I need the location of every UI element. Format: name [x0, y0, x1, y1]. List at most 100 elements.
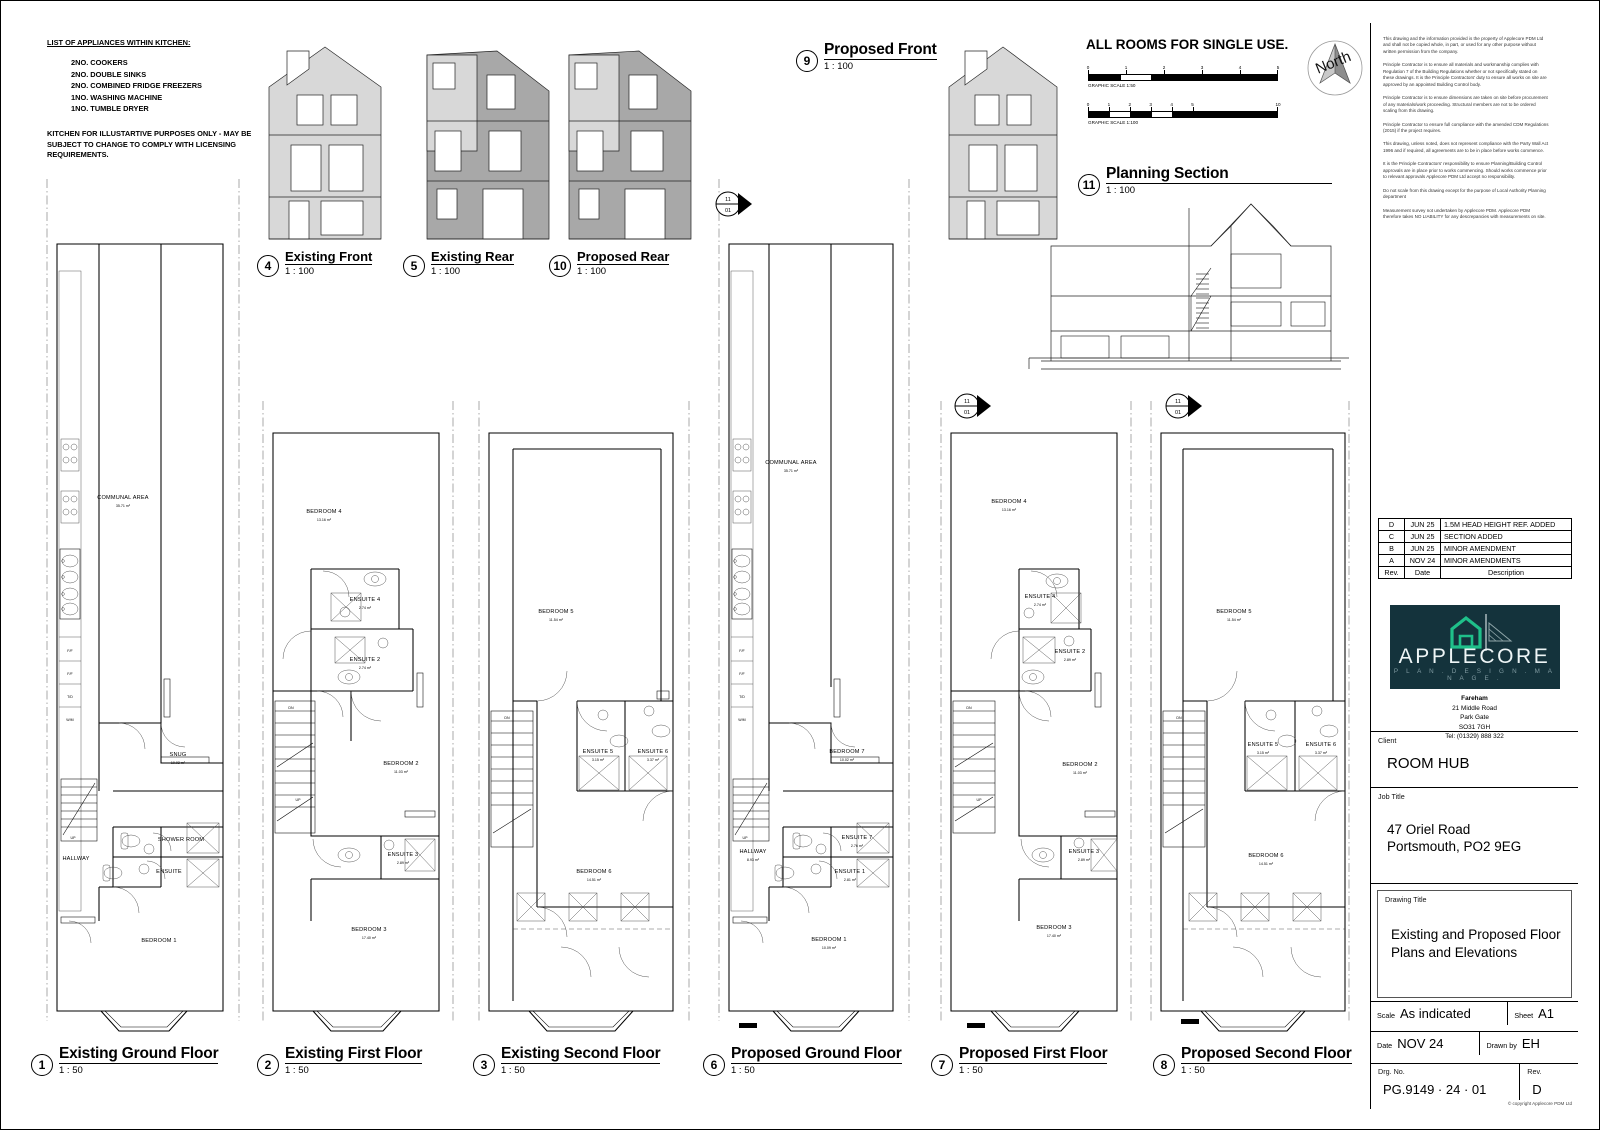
note-paragraph: Principle Contractor is to ensure all ma… [1383, 62, 1547, 87]
tick-label: 5 [1191, 102, 1194, 107]
room-label: BEDROOM 4 [991, 499, 1026, 505]
sheet-field: Sheet A1 [1508, 1001, 1578, 1025]
view-title-existing-first[interactable]: 2 Existing First Floor 1 : 50 [257, 1045, 422, 1076]
tick-label: 0 [1086, 102, 1090, 107]
company-logo-section: APPLECORE P L A N . D E S I G N . M A N … [1371, 593, 1578, 742]
tick-label: 2 [1162, 65, 1166, 70]
view-number: 11 [1078, 174, 1100, 196]
view-title-proposed-second[interactable]: 8 Proposed Second Floor 1 : 50 [1153, 1045, 1352, 1076]
job-title-value: 47 Oriel Road Portsmouth, PO2 9EG [1387, 822, 1522, 855]
drawing-title-box: Drawing Title Existing and Proposed Floo… [1377, 890, 1572, 998]
list-item: 1NO. TUMBLE DRYER [71, 104, 149, 114]
view-title-scale: 1 : 100 [824, 61, 854, 72]
elevation-existing-front [268, 46, 382, 240]
view-title-existing-ground[interactable]: 1 Existing Ground Floor 1 : 50 [31, 1045, 219, 1076]
room-label: BEDROOM 1 [141, 938, 176, 944]
room-label: ENSUITE 7 [842, 835, 873, 841]
note-paragraph: Do not scale from this drawing except fo… [1383, 187, 1546, 200]
room-label: BEDROOM 3 [1036, 925, 1071, 931]
scale-bar [1088, 74, 1278, 81]
view-title-scale: 1 : 50 [1181, 1065, 1205, 1076]
single-use-note: ALL ROOMS FOR SINGLE USE. [1086, 37, 1289, 52]
kitchen-unit-label: F/F [739, 649, 745, 653]
kitchen-unit-label: T/D [67, 695, 73, 699]
date-label: Date [1377, 1041, 1393, 1050]
kitchen-unit-label: W/M [66, 718, 73, 722]
revision-table-wrap: D JUN 25 1.5M HEAD HEIGHT REF. ADDED C J… [1378, 518, 1572, 579]
stair-label: DN [1176, 716, 1182, 720]
view-number: 7 [931, 1054, 953, 1076]
date-cell: NOV 24 [1404, 554, 1441, 567]
client-value: ROOM HUB [1387, 755, 1470, 772]
view-title-proposed-front[interactable]: 9 Proposed Front 1 : 100 [796, 41, 937, 72]
room-label: HALLWAY [62, 856, 89, 862]
view-title-scale: 1 : 50 [731, 1065, 755, 1076]
room-label: BEDROOM 5 [1216, 609, 1251, 615]
room-label: ENSUITE 5 [1248, 742, 1279, 748]
room-area: 17.40 m² [362, 936, 377, 940]
room-label: BEDROOM 6 [576, 869, 611, 875]
scale-value: As indicated [1399, 1006, 1471, 1021]
room-label: ENSUITE 3 [1069, 849, 1100, 855]
view-title-existing-second[interactable]: 3 Existing Second Floor 1 : 50 [473, 1045, 661, 1076]
room-area: 2.74 m² [359, 666, 372, 670]
table-row: B JUN 25 MINOR AMENDMENT [1378, 542, 1572, 555]
tick-label: 2 [1128, 102, 1132, 107]
view-title-scale: 1 : 100 [1106, 185, 1136, 196]
address-line: 21 Middle Road [1452, 704, 1497, 712]
job-title-field: Job Title 47 Oriel Road Portsmouth, PO2 … [1371, 787, 1578, 883]
room-area: 35.71 m² [116, 504, 131, 508]
view-title-planning-section[interactable]: 11 Planning Section 1 : 100 [1078, 165, 1332, 196]
room-label: BEDROOM 1 [811, 937, 846, 943]
drg-no-value: PG.9149 · 24 · 01 [1383, 1082, 1487, 1097]
view-title-scale: 1 : 100 [285, 266, 315, 277]
view-title-proposed-rear[interactable]: 10 Proposed Rear 1 : 100 [549, 249, 670, 277]
client-field: Client ROOM HUB [1371, 731, 1578, 787]
room-label: ENSUITE 4 [1025, 594, 1056, 600]
stair-label: DN [288, 706, 294, 710]
date-field: Date NOV 24 [1371, 1031, 1481, 1055]
drawing-title-label: Drawing Title [1385, 895, 1427, 904]
view-number: 1 [31, 1054, 53, 1076]
rev-field: Rev. D [1520, 1064, 1578, 1100]
tick-label: 1 [1124, 65, 1128, 70]
plan-proposed-ground: F/F F/F T/D W/M [718, 179, 910, 1032]
north-arrow-icon: North [1306, 39, 1364, 97]
room-label: BEDROOM 6 [1248, 853, 1283, 859]
view-title-existing-rear[interactable]: 5 Existing Rear 1 : 100 [403, 249, 515, 277]
date-drawnby-row: Date NOV 24 Drawn by EH [1371, 1031, 1578, 1055]
room-area: 10.02 m² [171, 761, 186, 765]
drg-no-field: Drg. No. PG.9149 · 24 · 01 [1371, 1064, 1521, 1100]
room-area: 11.54 m² [1227, 618, 1242, 622]
stair-label: DN [966, 706, 972, 710]
plan-existing-first: DN UP [262, 401, 454, 1032]
description-header: Description [1440, 566, 1572, 579]
list-item: 2NO. COOKERS [71, 58, 128, 68]
view-title-proposed-ground[interactable]: 6 Proposed Ground Floor 1 : 50 [703, 1045, 902, 1076]
section-marker-top: 11 [725, 197, 731, 203]
room-area: 14.51 m² [587, 878, 602, 882]
view-title-name: Existing Ground Floor [59, 1045, 219, 1062]
view-title-existing-front[interactable]: 4 Existing Front 1 : 100 [257, 249, 373, 277]
room-label: SNUG [170, 752, 187, 758]
copyright-text: © copyright Applecore PDM Ltd [1507, 1101, 1572, 1106]
rev-cell: C [1378, 530, 1405, 543]
room-area: 35.71 m² [784, 469, 799, 473]
kitchen-unit-label: T/D [739, 695, 745, 699]
view-title-proposed-first[interactable]: 7 Proposed First Floor 1 : 50 [931, 1045, 1108, 1076]
plan-existing-second: DN [478, 401, 690, 1032]
view-title-scale: 1 : 50 [501, 1065, 525, 1076]
room-area: 14.51 m² [1259, 862, 1274, 866]
view-title-name: Proposed First Floor [959, 1045, 1108, 1062]
view-title-scale: 1 : 50 [285, 1065, 309, 1076]
room-label: ENSUITE 4 [350, 597, 381, 603]
date-cell: JUN 25 [1404, 530, 1441, 543]
company-logo: APPLECORE P L A N . D E S I G N . M A N … [1389, 605, 1560, 689]
room-label: ENSUITE 2 [1055, 649, 1086, 655]
room-label: ENSUITE 2 [350, 657, 381, 663]
date-value: NOV 24 [1397, 1036, 1444, 1051]
rev-cell: A [1378, 554, 1405, 567]
drawn-by-value: EH [1521, 1036, 1540, 1051]
scale-bar [1088, 111, 1278, 118]
room-area: 13.16 m² [1002, 508, 1017, 512]
